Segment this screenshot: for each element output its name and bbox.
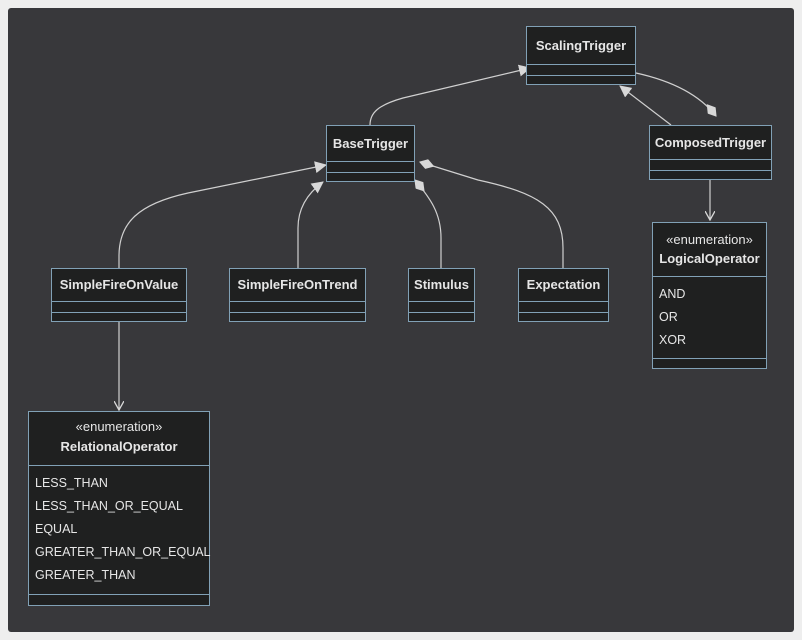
class-name: SimpleFireOnValue — [59, 277, 179, 292]
enum-logical-operator: «enumeration» LogicalOperator AND OR XOR — [652, 222, 767, 369]
enum-values: AND OR XOR — [653, 276, 766, 359]
class-stimulus: Stimulus — [408, 268, 475, 322]
class-simple-fire-on-value: SimpleFireOnValue — [51, 268, 187, 322]
diagram-canvas: ScalingTrigger BaseTrigger ComposedTrigg… — [8, 8, 794, 632]
attributes-compartment — [327, 161, 414, 172]
edge-base-to-scaling — [369, 64, 531, 126]
edge-composed-to-scaling — [619, 85, 672, 126]
class-name: ComposedTrigger — [654, 135, 767, 150]
methods-compartment — [650, 170, 771, 180]
enum-value: XOR — [659, 333, 687, 347]
relation-edges — [8, 64, 717, 632]
methods-compartment — [327, 172, 414, 182]
edge-expectation-composes-base — [419, 159, 564, 268]
class-name: BaseTrigger — [332, 136, 409, 151]
enum-value: AND — [659, 287, 686, 301]
class-name: SimpleFireOnTrend — [237, 277, 358, 292]
edge-value-to-base — [118, 161, 327, 268]
enum-value: OR — [659, 310, 678, 324]
attributes-compartment — [52, 301, 186, 312]
edge-trend-to-base — [297, 181, 324, 268]
attributes-compartment — [519, 301, 608, 312]
methods-compartment — [519, 312, 608, 322]
attributes-compartment — [230, 301, 365, 312]
class-name: Expectation — [526, 277, 601, 292]
enum-value: LESS_THAN_OR_EQUAL — [35, 499, 183, 513]
attributes-compartment — [650, 159, 771, 170]
stereotype-label: «enumeration» — [75, 419, 163, 434]
class-name: RelationalOperator — [60, 439, 178, 454]
enum-value: EQUAL — [35, 522, 78, 536]
enum-value: LESS_THAN — [35, 476, 108, 490]
stereotype-label: «enumeration» — [666, 232, 753, 247]
attributes-compartment — [409, 301, 474, 312]
methods-compartment — [527, 75, 635, 85]
class-base-trigger: BaseTrigger — [326, 125, 415, 182]
class-name: LogicalOperator — [659, 251, 760, 266]
enum-relational-operator: «enumeration» RelationalOperator LESS_TH… — [28, 411, 211, 606]
class-name: ScalingTrigger — [535, 38, 627, 53]
class-simple-fire-on-trend: SimpleFireOnTrend — [229, 268, 366, 322]
methods-compartment — [653, 358, 766, 359]
enum-values: LESS_THAN LESS_THAN_OR_EQUAL EQUAL GREATER_… — [29, 465, 211, 595]
methods-compartment — [52, 312, 186, 322]
class-scaling-trigger: ScalingTrigger — [526, 26, 636, 85]
methods-compartment — [409, 312, 474, 322]
edge-stimulus-composes-base — [414, 179, 442, 268]
class-expectation: Expectation — [518, 268, 609, 322]
class-name: Stimulus — [414, 277, 469, 292]
enum-value: GREATER_THAN — [35, 568, 136, 582]
class-composed-trigger: ComposedTrigger — [649, 125, 772, 180]
methods-compartment — [29, 594, 209, 595]
enum-value: GREATER_THAN_OR_EQUAL — [35, 545, 211, 559]
methods-compartment — [230, 312, 365, 322]
attributes-compartment — [527, 64, 635, 75]
edge-scaling-composes-composed — [635, 72, 717, 117]
